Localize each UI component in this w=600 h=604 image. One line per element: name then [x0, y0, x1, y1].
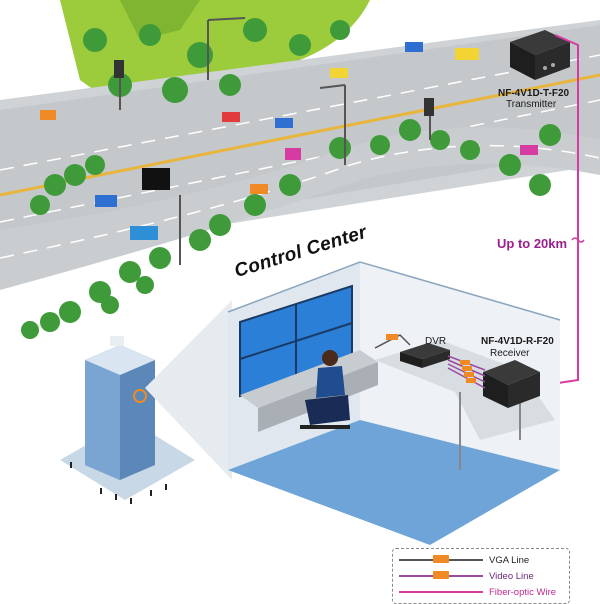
- dvr-device: [400, 343, 450, 368]
- video-tags: [460, 360, 476, 383]
- video-tag-icon: [433, 571, 449, 579]
- receiver-device: [483, 360, 540, 408]
- receiver-model-label: NF-4V1D-R-F20: [481, 336, 554, 347]
- fiber-optic-line: [544, 34, 579, 386]
- traffic-light: [114, 60, 124, 78]
- vga-tag-icon: [433, 555, 449, 563]
- pedestrians: [70, 462, 167, 504]
- transmitter-model-label: NF-4V1D-T-F20: [498, 88, 570, 99]
- vga-line-swatch: [399, 555, 483, 563]
- video-line-swatch: [399, 571, 483, 579]
- vga-tag: [386, 334, 398, 340]
- vga-line: [374, 334, 411, 349]
- transmitter-role-label: Transmitter: [506, 99, 557, 110]
- legend-label: Video Line: [489, 570, 534, 582]
- fiber-line-swatch: [399, 591, 483, 593]
- trees: [21, 18, 561, 339]
- dvr-label: DVR: [425, 336, 447, 347]
- receiver-role-label: Receiver: [490, 348, 530, 359]
- legend-item-fiber: Fiber-optic Wire: [399, 585, 556, 599]
- transmitter-device: [510, 30, 570, 80]
- fiber-break-mark: [571, 237, 585, 243]
- legend-item-video: Video Line: [399, 569, 534, 583]
- traffic-light: [424, 98, 434, 116]
- zoom-beam: [145, 300, 232, 480]
- vehicles: [40, 42, 538, 240]
- highway: [0, 20, 600, 290]
- legend: VGA Line Video Line Fiber-optic Wire: [392, 548, 570, 604]
- billboard: [142, 168, 170, 190]
- office-building: [60, 336, 195, 500]
- legend-label: VGA Line: [489, 554, 530, 566]
- legend-item-vga: VGA Line: [399, 553, 529, 567]
- distance-label: Up to 20km: [497, 236, 568, 251]
- legend-label: Fiber-optic Wire: [489, 586, 557, 598]
- operator: [300, 350, 350, 429]
